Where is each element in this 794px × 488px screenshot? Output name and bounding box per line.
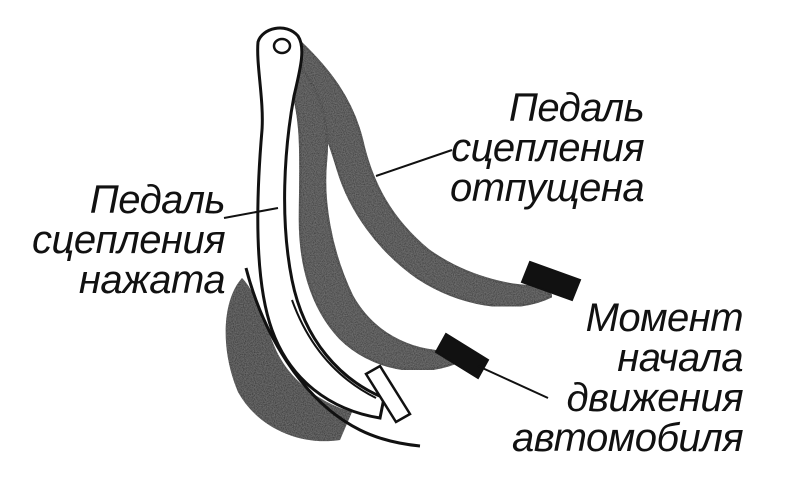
label-engage-moment: Момент начала движения автомобиля (512, 296, 744, 460)
label-pedal-pressed-line2: сцепления (32, 218, 226, 262)
label-pedal-pressed-line1: Педаль (89, 178, 226, 222)
pedal-engage-pad (434, 332, 490, 380)
label-pedal-released-line1: Педаль (508, 86, 645, 130)
leader-line-released (375, 149, 453, 177)
label-pedal-released-line2: сцепления (451, 126, 645, 170)
label-engage-line3: движения (566, 376, 744, 420)
floor-line (244, 267, 421, 448)
label-engage-line2: начала (617, 336, 744, 380)
leader-line-engage (477, 365, 549, 399)
leader-line-pressed (223, 207, 279, 219)
pedal-pressed (256, 26, 386, 420)
label-pedal-released-line3: отпущена (450, 166, 645, 210)
pedal-pressed-pad (364, 364, 412, 424)
label-engage-line1: Момент (585, 296, 744, 340)
label-pedal-pressed: Педаль сцепления нажата (32, 178, 226, 302)
pivot-hole (272, 37, 292, 55)
pedal-released (290, 37, 555, 308)
label-pedal-pressed-line3: нажата (78, 258, 226, 302)
pedal-pressed-edge (291, 299, 377, 399)
pedal-released-pad (520, 260, 582, 302)
label-engage-line4: автомобиля (512, 416, 744, 460)
label-pedal-released: Педаль сцепления отпущена (450, 86, 645, 210)
